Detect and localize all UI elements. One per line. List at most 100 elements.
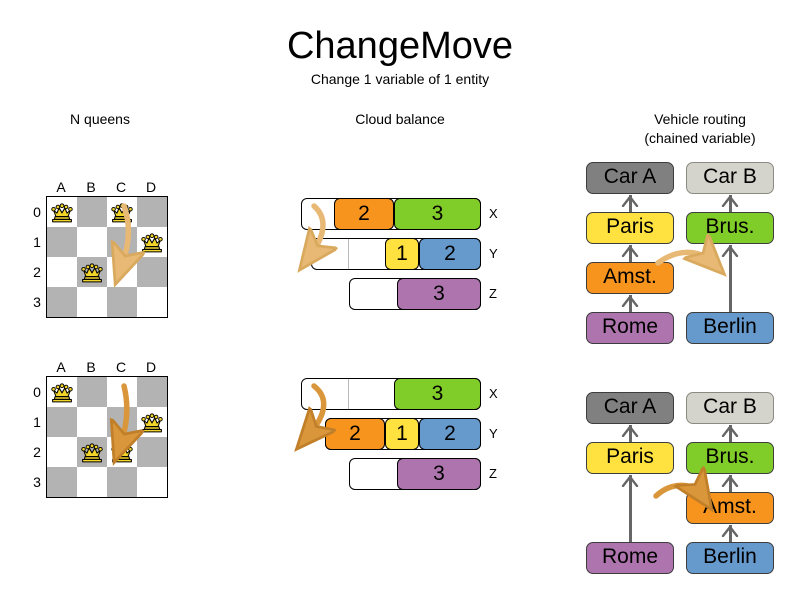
vrp-node-amsterdam[interactable]: Amst. [586, 262, 674, 294]
vrp-node-vehicle-b[interactable]: Car B [686, 392, 774, 424]
cloud-process-segment[interactable]: 3 [397, 458, 481, 490]
section-title-cloud-balance: Cloud balance [355, 111, 445, 127]
chain-arrowhead-icon [621, 425, 639, 437]
cloud-process-segment[interactable]: 3 [394, 198, 481, 230]
board-cell[interactable] [137, 287, 167, 317]
queen-icon [81, 263, 103, 283]
chain-arrowhead-icon [721, 425, 739, 437]
board-row-label: 3 [33, 294, 41, 310]
board-col-label: D [145, 359, 157, 375]
section-title-vrp-line2: (chained variable) [644, 130, 756, 146]
vrp-node-vehicle-a[interactable]: Car A [586, 162, 674, 194]
cloud-process-segment[interactable]: 1 [385, 418, 419, 450]
section-title-vehicle-routing: Vehicle routing (chained variable) [600, 110, 800, 148]
board-cell[interactable] [107, 467, 137, 497]
board-cell[interactable] [77, 287, 107, 317]
queen-icon [51, 203, 73, 223]
cloud-row[interactable]: 3 [349, 458, 481, 490]
cloud-capacity-tick [348, 379, 349, 409]
chain-arrowhead-icon [621, 195, 639, 207]
board-col-label: B [86, 359, 96, 375]
cloud-process-segment[interactable]: 2 [419, 238, 481, 270]
board-cell[interactable] [77, 197, 107, 227]
queen-piece[interactable] [77, 437, 107, 467]
cloud-process-segment[interactable]: 2 [334, 198, 394, 230]
cloud-row-label: X [489, 386, 498, 401]
board-col-label: C [115, 179, 127, 195]
cloud-row-label: Z [489, 286, 497, 301]
board-col-label: C [115, 359, 127, 375]
board-cell[interactable] [77, 377, 107, 407]
vrp-node-rome[interactable]: Rome [586, 542, 674, 574]
page-title: ChangeMove [286, 25, 514, 67]
vrp-edge-paris-to-cara [628, 195, 632, 212]
vrp-node-paris[interactable]: Paris [586, 442, 674, 474]
board-cell[interactable] [47, 437, 77, 467]
board-row-label: 2 [33, 264, 41, 280]
chain-arrowhead-icon [621, 245, 639, 257]
section-title-vrp-line1: Vehicle routing [654, 111, 746, 127]
board-cell[interactable] [47, 227, 77, 257]
board-cell[interactable] [77, 407, 107, 437]
queen-piece[interactable] [77, 257, 107, 287]
vrp-node-brussels[interactable]: Brus. [686, 442, 774, 474]
queen-icon [51, 383, 73, 403]
page-subtitle: Change 1 variable of 1 entity [310, 71, 490, 87]
board-row-label: 3 [33, 474, 41, 490]
vrp-node-paris[interactable]: Paris [586, 212, 674, 244]
board-cell[interactable] [137, 377, 167, 407]
vrp-node-berlin[interactable]: Berlin [686, 312, 774, 344]
board-row-label: 0 [33, 204, 41, 220]
chain-arrowhead-icon [721, 525, 739, 537]
cloud-row-label: Y [489, 246, 498, 261]
board-col-label: A [56, 179, 66, 195]
cloud-process-segment[interactable]: 3 [397, 278, 481, 310]
vrp-node-berlin[interactable]: Berlin [686, 542, 774, 574]
board-cell[interactable] [77, 467, 107, 497]
section-title-nqueens: N queens [70, 111, 130, 127]
board-cell[interactable] [47, 287, 77, 317]
board-cell[interactable] [107, 287, 137, 317]
board-row-label: 1 [33, 234, 41, 250]
board-row-label: 1 [33, 414, 41, 430]
vrp-node-rome[interactable]: Rome [586, 312, 674, 344]
board-row-label: 2 [33, 444, 41, 460]
board-cell[interactable] [47, 257, 77, 287]
cloud-process-segment[interactable]: 1 [385, 238, 419, 270]
chain-arrowhead-icon [721, 195, 739, 207]
vrp-edge-rome-to-amst [628, 295, 632, 312]
vrp-node-vehicle-b[interactable]: Car B [686, 162, 774, 194]
board-col-label: B [86, 179, 96, 195]
vrp-node-vehicle-a[interactable]: Car A [586, 392, 674, 424]
vrp-edge-berlin-to-brus [728, 245, 732, 312]
cloud-row-label: X [489, 206, 498, 221]
vrp-edge-brus-to-carb [728, 425, 732, 442]
queen-piece[interactable] [47, 197, 77, 227]
board-cell[interactable] [47, 407, 77, 437]
queen-icon [141, 413, 163, 433]
vrp-edge-paris-to-cara [628, 425, 632, 442]
board-cell[interactable] [47, 467, 77, 497]
cloud-row[interactable]: 3 [349, 278, 481, 310]
queen-piece[interactable] [47, 377, 77, 407]
chain-arrowhead-icon [621, 475, 639, 487]
board-cell[interactable] [137, 467, 167, 497]
vrp-edge-amst-to-brus [728, 475, 732, 492]
board-cell[interactable] [77, 227, 107, 257]
board-cell[interactable] [137, 197, 167, 227]
vrp-node-amsterdam[interactable]: Amst. [686, 492, 774, 524]
cloud-process-segment[interactable]: 2 [419, 418, 481, 450]
board-row-label: 0 [33, 384, 41, 400]
cloud-row-label: Y [489, 426, 498, 441]
queen-piece[interactable] [137, 407, 167, 437]
vrp-edge-berlin-to-amst [728, 525, 732, 542]
vrp-edge-amst-to-paris [628, 245, 632, 262]
cloud-process-segment[interactable]: 3 [394, 378, 481, 410]
queen-icon [81, 443, 103, 463]
